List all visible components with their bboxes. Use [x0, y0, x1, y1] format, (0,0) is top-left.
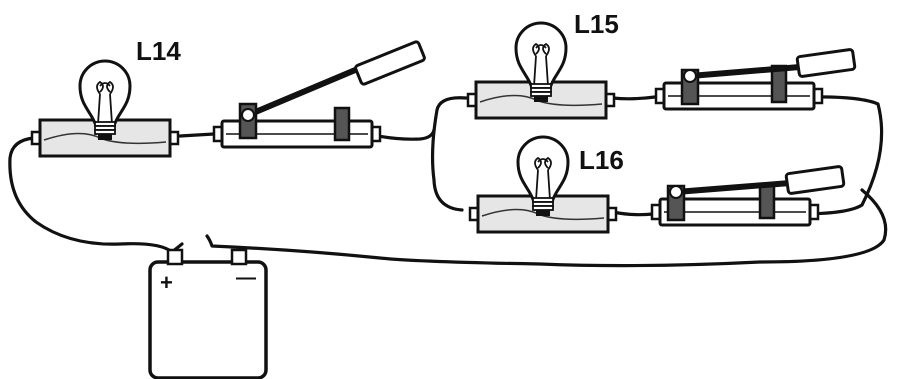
wire-switch1-junction [376, 128, 436, 141]
battery-negative-sign: — [236, 267, 256, 289]
knife-switch-icon [654, 48, 857, 111]
knife-switch-icon [212, 40, 426, 149]
battery-icon [148, 248, 268, 379]
wire-right-bus [796, 95, 884, 216]
wire-lamp2-switch2 [611, 95, 657, 101]
battery-positive-sign: + [160, 270, 173, 295]
wire-return-to-battery [205, 188, 888, 268]
wire-left-bus [430, 96, 468, 212]
wire-lamp3-switch3 [611, 210, 655, 217]
wire-battery-lamp1 [8, 136, 184, 254]
lamp-label-l14: L14 [136, 36, 181, 66]
wire-lamp1-switch1 [178, 132, 216, 138]
knife-switch-icon [650, 165, 846, 227]
lamp-label-l16: L16 [579, 145, 624, 175]
light-bulb-icon [30, 59, 180, 158]
lamp-label-l15: L15 [574, 9, 619, 39]
